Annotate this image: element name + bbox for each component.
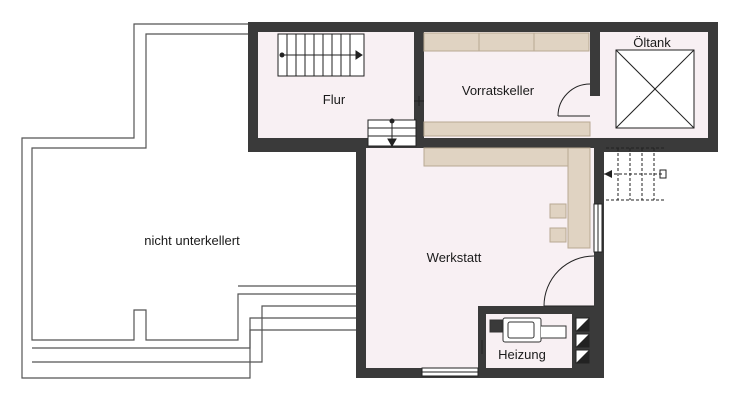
shelving-vorratskeller (423, 32, 591, 137)
stairs-flur (277, 33, 365, 77)
oil-tank-icon (615, 49, 695, 129)
area-label-nicht-unterkellert: nicht unterkellert (144, 233, 240, 248)
chimney-flues (575, 317, 590, 364)
stairs-outside-arrow (604, 169, 667, 179)
room-label-heizung: Heizung (498, 347, 546, 362)
door-flur-vorratskeller (414, 96, 424, 106)
boiler-icon (489, 317, 567, 343)
unexcavated-outline (21, 23, 357, 379)
room-label-vorratskeller: Vorratskeller (462, 83, 535, 98)
window-werkstatt-south (421, 367, 479, 377)
stairs-outside (604, 147, 664, 201)
room-label-flur: Flur (323, 92, 346, 107)
passage-floor (590, 96, 602, 138)
stairs-transition (367, 118, 417, 148)
window-werkstatt-east (593, 203, 603, 253)
door-werkstatt-outside (543, 255, 595, 307)
room-label-werkstatt: Werkstatt (427, 250, 482, 265)
workbench-werkstatt (423, 147, 591, 249)
door-vorratskeller (557, 83, 591, 117)
room-label-oeltank: Öltank (633, 35, 671, 50)
